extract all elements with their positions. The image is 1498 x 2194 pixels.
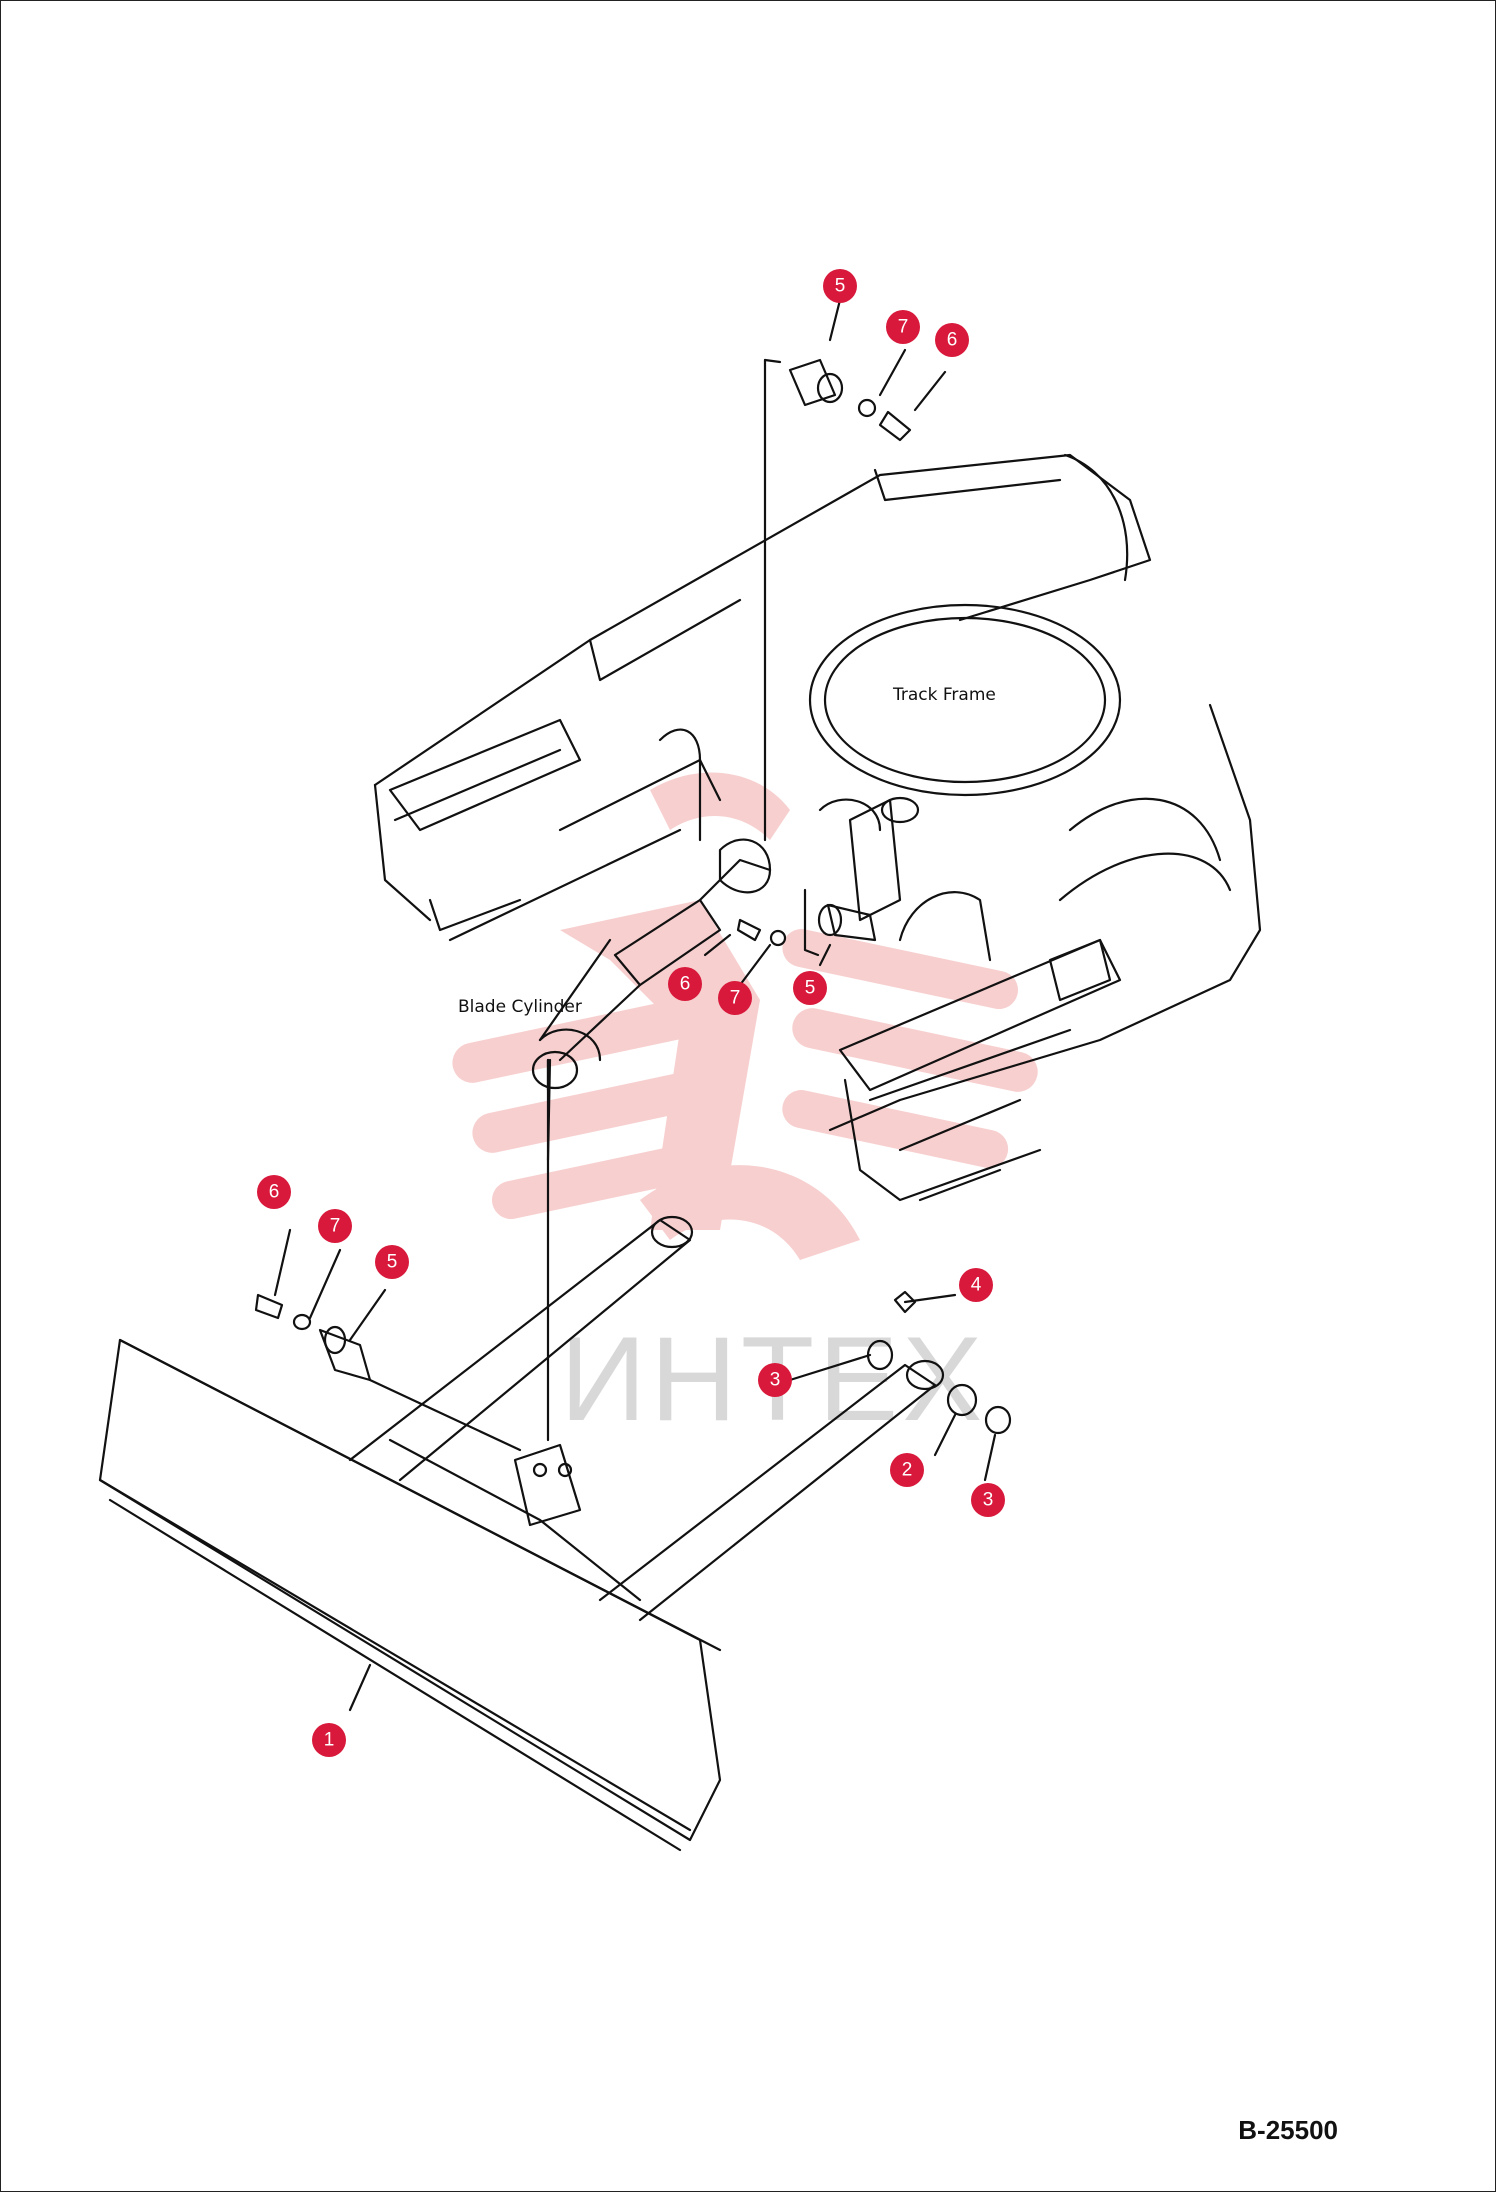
callout-2[interactable]: 2 xyxy=(890,1453,924,1487)
svg-text:7: 7 xyxy=(730,988,741,1009)
callout-4[interactable]: 4 xyxy=(959,1268,993,1302)
svg-text:1: 1 xyxy=(324,1730,335,1751)
svg-text:3: 3 xyxy=(770,1370,781,1391)
svg-text:4: 4 xyxy=(971,1275,982,1296)
line-art xyxy=(98,298,1262,1852)
svg-text:6: 6 xyxy=(947,330,958,351)
svg-text:7: 7 xyxy=(898,317,909,338)
track-frame-label: Track Frame xyxy=(892,685,996,705)
svg-text:5: 5 xyxy=(387,1252,398,1273)
blade-cylinder-label: Blade Cylinder xyxy=(458,997,582,1017)
callout-7-top[interactable]: 7 xyxy=(886,310,920,344)
callout-6-low[interactable]: 6 xyxy=(257,1175,291,1209)
svg-text:5: 5 xyxy=(805,978,816,999)
callout-3-left[interactable]: 3 xyxy=(758,1363,792,1397)
svg-text:6: 6 xyxy=(269,1182,280,1203)
svg-text:7: 7 xyxy=(330,1216,341,1237)
callout-5-low[interactable]: 5 xyxy=(375,1245,409,1279)
callout-7-mid[interactable]: 7 xyxy=(718,981,752,1015)
drawing-code: B-25500 xyxy=(1238,2115,1338,2145)
callout-3-right[interactable]: 3 xyxy=(971,1483,1005,1517)
svg-text:5: 5 xyxy=(835,276,846,297)
callout-5-top[interactable]: 5 xyxy=(823,269,857,303)
svg-text:6: 6 xyxy=(680,974,691,995)
svg-text:2: 2 xyxy=(902,1460,913,1481)
callout-6-mid[interactable]: 6 xyxy=(668,967,702,1001)
callout-7-low[interactable]: 7 xyxy=(318,1209,352,1243)
callout-6-top[interactable]: 6 xyxy=(935,323,969,357)
callout-5-mid[interactable]: 5 xyxy=(793,971,827,1005)
callout-1[interactable]: 1 xyxy=(312,1723,346,1757)
svg-text:3: 3 xyxy=(983,1490,994,1511)
watermark-logo xyxy=(452,772,1038,1260)
